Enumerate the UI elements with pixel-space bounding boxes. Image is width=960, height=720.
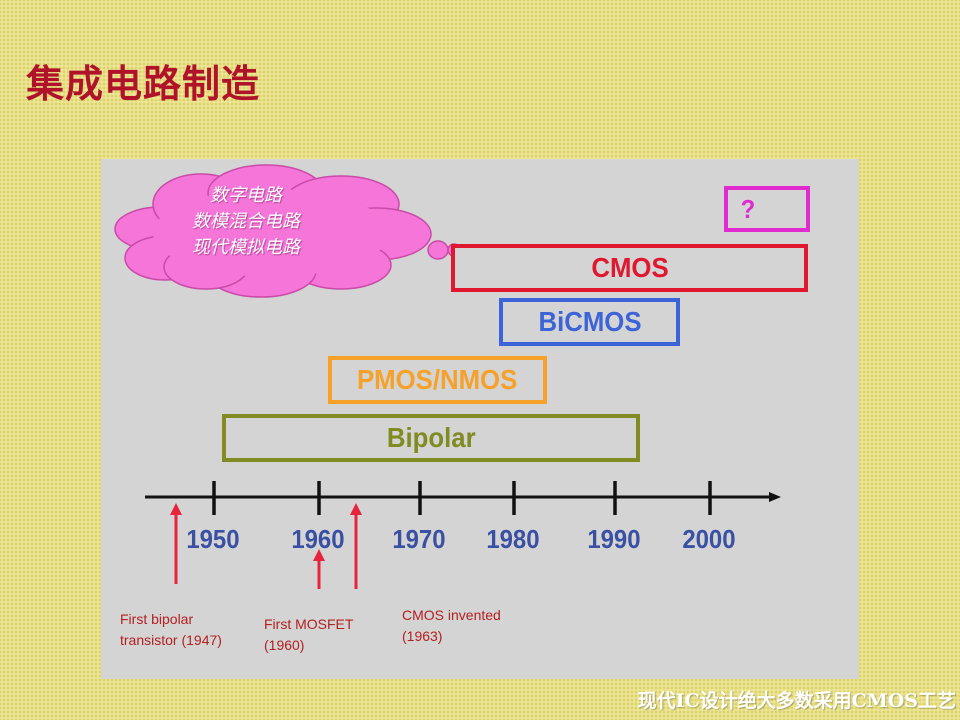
- technology-box: Bipolar: [222, 414, 640, 462]
- timeline-graphic: [114, 164, 781, 589]
- slide-title: 集成电路制造: [26, 62, 261, 106]
- cloud-line: 现代模拟电路: [192, 237, 300, 258]
- event-note: First MOSFET (1960): [264, 616, 354, 653]
- technology-box: ?: [724, 186, 810, 232]
- technology-label: Bipolar: [386, 422, 476, 453]
- technology-box: CMOS: [451, 244, 808, 292]
- event-note: First bipolar transistor (1947): [120, 611, 222, 648]
- technology-timeline-figure: 数字电路 数模混合电路 现代模拟电路 ? CMOS BiCMOS PMOS/NMOS B…: [101, 159, 859, 679]
- year-label: 1960: [291, 524, 345, 554]
- technology-label: CMOS: [590, 252, 669, 283]
- event-note: CMOS invented (1963): [402, 607, 501, 644]
- event-arrowhead: [170, 503, 182, 515]
- event-arrowhead: [350, 503, 362, 515]
- technology-label: BiCMOS: [537, 306, 642, 337]
- year-label: 1950: [186, 524, 240, 554]
- cloud-line: 数模混合电路: [192, 211, 300, 232]
- axis-arrowhead: [769, 492, 781, 502]
- year-label: 1970: [392, 524, 446, 554]
- technology-box: PMOS/NMOS: [328, 356, 547, 404]
- event-arrowhead: [313, 549, 325, 561]
- cloud-line: 数字电路: [210, 185, 282, 206]
- technology-box: BiCMOS: [499, 298, 680, 346]
- technology-label: ?: [740, 193, 756, 224]
- year-label: 1980: [486, 524, 540, 554]
- footer-note: 现代IC设计绝大多数采用CMOS工艺: [637, 690, 956, 712]
- cloud-text: 数字电路 数模混合电路 现代模拟电路: [101, 183, 391, 261]
- year-label: 2000: [682, 524, 736, 554]
- technology-label: PMOS/NMOS: [357, 364, 518, 395]
- thought-cloud: [114, 164, 468, 298]
- year-label: 1990: [587, 524, 641, 554]
